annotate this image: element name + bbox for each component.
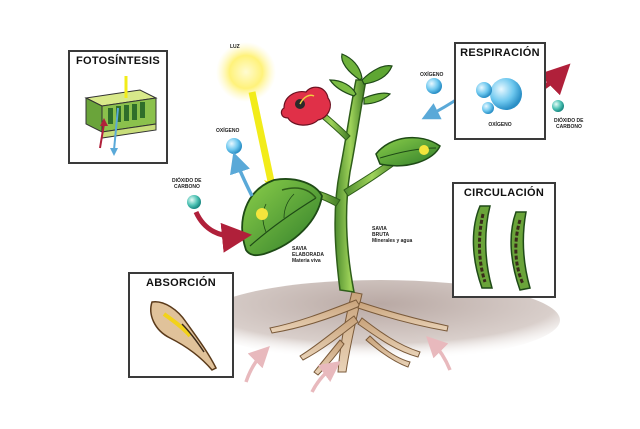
root-hair-illustration xyxy=(150,301,218,371)
light-label: LUZ xyxy=(230,44,240,50)
oxygen-bubble-right xyxy=(426,78,442,94)
co2-in-arrow xyxy=(193,210,252,253)
light-beam xyxy=(248,91,276,187)
raw-sap-label-2: BRUTA xyxy=(372,232,390,238)
vascular-tissue-illustration xyxy=(472,205,531,291)
oxygen-out-arrow xyxy=(230,152,254,197)
photosynthesis-title: FOTOSÍNTESIS xyxy=(75,55,161,67)
oxygen-resp-top-label: OXÍGENO xyxy=(420,72,444,78)
co2-left-label-2: CARBONO xyxy=(174,184,200,190)
co2-bubble-left xyxy=(187,195,201,209)
processed-sap-label-3: Materia viva xyxy=(292,258,321,264)
processed-sap-label-2: ELABORADA xyxy=(292,252,324,258)
respiration-title: RESPIRACIÓN xyxy=(460,47,540,59)
absorption-arrow-1 xyxy=(244,346,270,383)
absorption-arrow-3 xyxy=(426,336,452,371)
sun xyxy=(216,42,276,102)
leaf-petiole xyxy=(281,187,317,199)
circulation-panel: CIRCULACIÓN xyxy=(452,182,556,298)
co2-right-label-2: CARBONO xyxy=(556,124,582,130)
top-leaves xyxy=(328,53,393,105)
roots xyxy=(269,291,449,376)
oxygen-left-label: OXÍGENO xyxy=(216,128,240,134)
processed-sap-label-1: SAVIA xyxy=(292,246,307,252)
co2-left-label-1: DIÓXIDO DE xyxy=(172,178,202,184)
absorption-arrow-2 xyxy=(310,360,341,393)
flower xyxy=(280,86,331,126)
leaf-cross-section-illustration xyxy=(84,76,158,156)
co2-bubble-right xyxy=(552,100,564,112)
absorption-panel: ABSORCIÓN xyxy=(128,272,234,378)
raw-sap-label-1: SAVIA xyxy=(372,226,387,232)
respiration-bubbles xyxy=(476,78,522,114)
circulation-title: CIRCULACIÓN xyxy=(463,187,545,199)
soil xyxy=(200,280,560,360)
left-leaf xyxy=(241,178,323,257)
respiration-oxygen-label: OXÍGENO xyxy=(488,122,512,128)
absorption-title: ABSORCIÓN xyxy=(146,277,216,289)
co2-right-label-1: DIÓXIDO DE xyxy=(554,118,584,124)
photosynthesis-panel: FOTOSÍNTESIS xyxy=(68,50,168,164)
right-leaf xyxy=(375,136,441,167)
oxygen-bubble-left xyxy=(226,138,242,154)
raw-sap-label-3: Minerales y agua xyxy=(372,238,413,244)
respiration-panel: RESPIRACIÓN OXÍGENO xyxy=(454,42,546,140)
